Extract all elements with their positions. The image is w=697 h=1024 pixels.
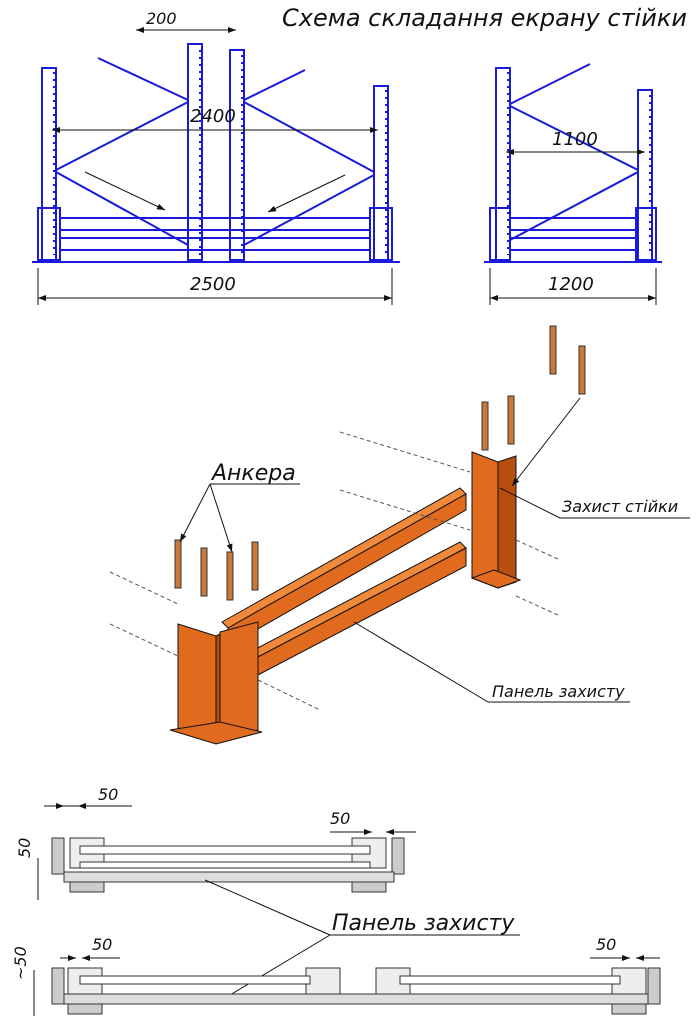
front-post-guard-left xyxy=(37,207,61,261)
front-dim-top: 200 xyxy=(146,9,177,28)
iso-post-guard-left xyxy=(177,623,217,741)
side-dim-total: 1200 xyxy=(548,274,594,295)
plan-bottom-dim-right: 50 xyxy=(596,935,616,954)
front-upright-center-right xyxy=(229,49,245,261)
iso-anchors xyxy=(174,325,586,601)
side-view: 1100 1200 xyxy=(484,63,662,305)
plan-bottom-panel xyxy=(63,993,649,1005)
front-view: 200 2400 2500 xyxy=(32,9,400,305)
plan-top-panel xyxy=(63,871,395,883)
front-dim-inner: 2400 xyxy=(190,106,236,127)
plan-top-dim-left: 50 xyxy=(98,785,118,804)
plan-top-dim-side: 50 xyxy=(15,838,34,858)
plan-view-bottom: 50 50 ~50 xyxy=(11,935,661,1016)
plan-top-dim-right: 50 xyxy=(330,809,350,828)
label-post-guard: Захист стійки xyxy=(562,497,678,516)
plan-view-top: 50 50 50 xyxy=(15,785,416,900)
side-upright-right xyxy=(637,89,653,261)
label-panel-plan: Панель захисту xyxy=(332,911,515,936)
iso-post-guard-right xyxy=(471,451,499,589)
plan-bottom-dim-left: 50 xyxy=(92,935,112,954)
front-dim-total: 2500 xyxy=(190,274,236,295)
plan-bottom-dim-side: ~50 xyxy=(11,946,30,980)
front-upright-center-left xyxy=(187,43,203,261)
label-anchors: Анкера xyxy=(210,461,296,486)
label-panel-iso: Панель захисту xyxy=(492,682,625,701)
diagram-title: Схема складання екрану стійки xyxy=(282,4,687,32)
front-panel-upper xyxy=(59,217,371,231)
front-panel-lower xyxy=(59,237,371,251)
side-dim-inner: 1100 xyxy=(552,129,598,150)
front-post-guard-right xyxy=(369,207,393,261)
iso-view: Анкера Захист стійки Панель захисту xyxy=(109,325,690,745)
